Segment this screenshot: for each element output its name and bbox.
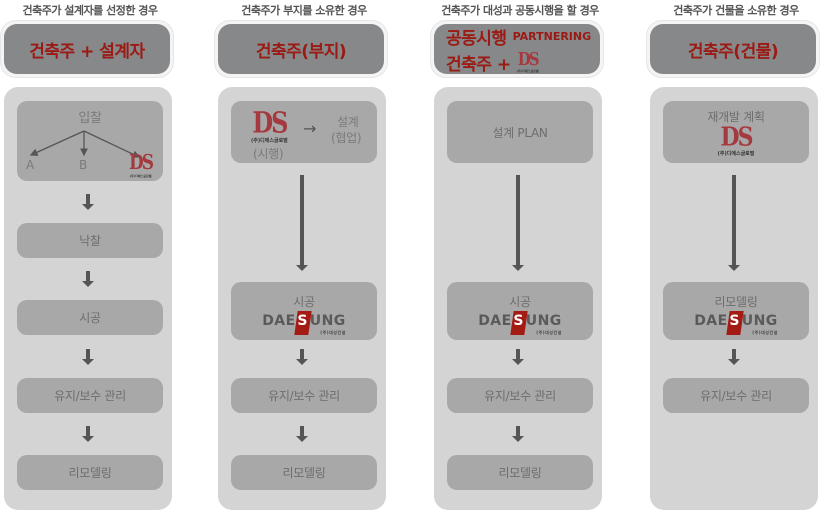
ds-logo-sub: (주)디에스글로벌 xyxy=(129,174,152,178)
down-arrow-icon xyxy=(295,426,309,442)
header-label: 건축주 + 설계자 xyxy=(4,24,170,74)
down-arrow-icon xyxy=(511,426,525,442)
down-arrow-icon xyxy=(295,349,309,365)
ds-logo-mark: DS xyxy=(517,47,540,70)
bidding-label: 입찰 xyxy=(78,111,102,126)
bidding-box: 입찰 A B DS (주)디에스글로벌 xyxy=(17,101,163,181)
remodeling-label: 리모델링 xyxy=(714,295,758,309)
construction-label: 시공 xyxy=(293,295,315,309)
daesung-logo-s: S xyxy=(729,313,741,329)
header-card: 건축주(부지) xyxy=(214,20,388,78)
ds-global-logo: DS (주)디에스글로벌 xyxy=(717,120,755,157)
daesung-logo-sub: (주)대성건설 xyxy=(536,330,562,335)
ds-logo-mark: DS xyxy=(129,150,154,175)
down-arrow-icon xyxy=(511,349,525,365)
step-box: 유지/보수 관리 xyxy=(663,378,809,413)
column-title: 건축주가 건물을 소유한 경우 xyxy=(673,4,799,17)
redevelopment-label: 재개발 계획 xyxy=(707,109,765,124)
step-box: 유지/보수 관리 xyxy=(447,378,593,413)
daesung-logo-sub: (주)대성건설 xyxy=(752,330,778,335)
step-box: 시공 xyxy=(17,300,163,335)
down-arrow-icon xyxy=(81,349,95,365)
column-title: 건축주가 대성과 공동시행을 할 경우 xyxy=(441,4,599,17)
daesung-logo-s: S xyxy=(513,313,525,329)
right-arrow-icon: → xyxy=(303,119,317,138)
step-box: 리모델링 xyxy=(447,455,593,490)
partnering-label: PARTNERING xyxy=(512,29,592,43)
header-card: 건축주(건물) xyxy=(646,20,820,78)
step-box: 리모델링 xyxy=(231,455,377,490)
header-label: 건축주(부지) xyxy=(218,24,384,74)
ds-logo-sub: (주)디에스글로벌 xyxy=(251,138,288,144)
step-box: 리모델링 xyxy=(17,455,163,490)
header-card: 공동시행 PARTNERING 건축주 + DS (주)디에스글로벌 xyxy=(430,20,604,78)
ds-logo-sub: (주)디에스글로벌 xyxy=(717,150,755,157)
step-box: 유지/보수 관리 xyxy=(231,378,377,413)
daesung-logo-text: DAE xyxy=(694,313,728,329)
branch-arrows-icon xyxy=(29,130,141,158)
long-down-arrow-icon xyxy=(727,175,741,271)
down-arrow-icon xyxy=(727,349,741,365)
ds-logo-mark: DS xyxy=(252,105,288,140)
header-line2: 건축주 + xyxy=(446,54,511,75)
long-down-arrow-icon xyxy=(295,175,309,271)
daesung-logo-s: S xyxy=(297,313,309,329)
ds-global-logo: DS (주)디에스글로벌 xyxy=(516,47,540,73)
flow-panel: 입찰 A B DS (주)디에스글로벌 낙찰 시공 유지/보수 관리 리모델링 xyxy=(4,87,172,510)
ds-logo-mark: DS xyxy=(720,120,754,153)
construction-label: 시공 xyxy=(509,295,531,309)
ds-global-logo: DS (주)디에스글로벌 xyxy=(129,150,154,178)
header-label: 공동시행 PARTNERING 건축주 + DS (주)디에스글로벌 xyxy=(434,24,600,75)
daesung-logo-text: DAE xyxy=(478,313,512,329)
daesung-logo-text: UNG xyxy=(309,313,346,329)
ds-global-logo: DS (주)디에스글로벌 xyxy=(251,105,288,144)
step-box: 낙찰 xyxy=(17,223,163,258)
branch-b-label: B xyxy=(79,158,87,172)
design-label: 설계 xyxy=(337,115,359,129)
ds-logo-sub: (주)디에스글로벌 xyxy=(516,68,539,73)
daesung-logo-text: UNG xyxy=(525,313,562,329)
header-line1: 공동시행 xyxy=(446,28,507,49)
header-label: 건축주(건물) xyxy=(650,24,816,74)
column-title: 건축주가 부지를 소유한 경우 xyxy=(241,4,367,17)
redevelopment-plan-box: 재개발 계획 DS (주)디에스글로벌 xyxy=(663,101,809,163)
branch-a-label: A xyxy=(26,158,34,172)
down-arrow-icon xyxy=(81,426,95,442)
daesung-logo-sub: (주)대성건설 xyxy=(320,330,346,335)
column-title: 건축주가 설계자를 선정한 경우 xyxy=(22,4,158,17)
developer-label: (시행) xyxy=(253,147,284,161)
header-card: 건축주 + 설계자 xyxy=(0,20,174,78)
daesung-logo-text: DAE xyxy=(262,313,296,329)
down-arrow-icon xyxy=(81,194,95,210)
long-down-arrow-icon xyxy=(511,175,525,271)
down-arrow-icon xyxy=(81,271,95,287)
design-plan-box: 설계 PLAN xyxy=(447,101,593,163)
step-box: 유지/보수 관리 xyxy=(17,378,163,413)
collaboration-label: (협업) xyxy=(331,131,362,145)
developer-box: DS (주)디에스글로벌 (시행) → 설계 (협업) xyxy=(231,101,377,163)
daesung-logo-text: UNG xyxy=(741,313,778,329)
